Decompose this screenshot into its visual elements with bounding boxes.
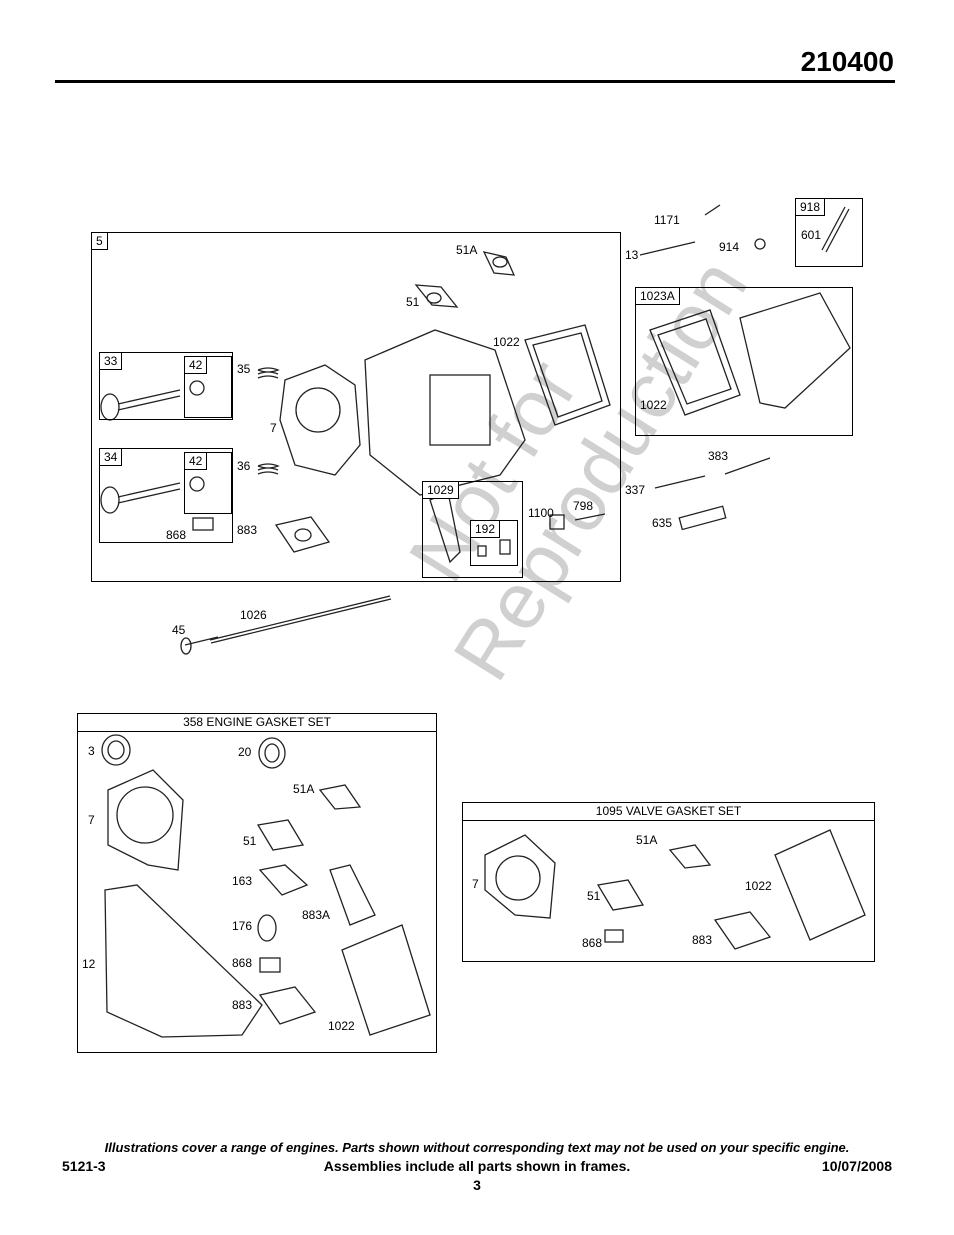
part-label: 1022 <box>328 1019 355 1033</box>
assemblies-note: Assemblies include all parts shown in fr… <box>323 1158 631 1174</box>
header-rule <box>55 80 895 83</box>
part-label: 36 <box>237 459 251 473</box>
part-label: 51A <box>456 243 478 257</box>
part-label: 51A <box>293 782 315 796</box>
part-label: 12 <box>82 957 96 971</box>
frame-tag-1023a: 1023A <box>636 288 680 305</box>
frame-tag-33: 33 <box>100 353 123 370</box>
part-label: 601 <box>801 228 822 242</box>
part-label: 35 <box>237 362 251 376</box>
frame-exhaust-valve: 34 <box>99 448 233 543</box>
part-label: 51 <box>587 889 601 903</box>
model-number: 210400 <box>800 46 894 77</box>
frame-tag-34: 34 <box>100 449 123 466</box>
document-code: 5121-3 <box>62 1158 106 1174</box>
part-label: 7 <box>270 421 277 435</box>
frame-tag-42a: 42 <box>185 357 208 374</box>
frame-tag-192: 192 <box>471 521 501 538</box>
valve-gasket-set-title: 1095 VALVE GASKET SET <box>463 803 874 821</box>
part-label: 3 <box>88 744 95 758</box>
part-label: 883A <box>302 908 331 922</box>
document-date: 10/07/2008 <box>821 1158 892 1174</box>
frame-tag-1029: 1029 <box>423 482 459 499</box>
part-label: 13 <box>625 248 639 262</box>
part-label: 383 <box>708 449 729 463</box>
part-label: 1100 <box>528 506 554 520</box>
part-label: 51 <box>406 295 420 309</box>
part-label: 337 <box>625 483 646 497</box>
part-label: 635 <box>652 516 673 530</box>
part-label: 883 <box>692 933 713 947</box>
frame-valve-cover: 1023A <box>635 287 853 436</box>
footer-disclaimer: Illustrations cover a range of engines. … <box>104 1140 850 1155</box>
engine-gasket-set-title: 358 ENGINE GASKET SET <box>78 714 436 732</box>
frame-tag-918: 918 <box>796 199 826 216</box>
part-label: 883 <box>237 523 258 537</box>
engine-gasket-set-frame: 358 ENGINE GASKET SET <box>77 713 437 1053</box>
frame-tag-5: 5 <box>92 233 108 250</box>
part-label: 1026 <box>240 608 267 622</box>
valve-gasket-set-frame: 1095 VALVE GASKET SET <box>462 802 875 962</box>
frame-cylinder-head: 5 <box>91 232 621 582</box>
frame-rocker-nut: 192 <box>470 520 518 566</box>
frame-retainer-a: 42 <box>184 356 232 418</box>
frame-breather-tube: 918 <box>795 198 863 267</box>
part-label: 1022 <box>493 335 520 349</box>
part-label: 798 <box>573 499 594 513</box>
part-label: 883 <box>232 998 253 1012</box>
frame-retainer-b: 42 <box>184 452 232 514</box>
frame-tag-42b: 42 <box>185 453 208 470</box>
frame-rocker-arm: 1029 <box>422 481 523 578</box>
part-label: 7 <box>472 877 479 891</box>
part-label: 868 <box>166 528 187 542</box>
part-label: 20 <box>238 745 252 759</box>
part-label: 163 <box>232 874 253 888</box>
part-label: 7 <box>88 813 95 827</box>
page-number: 3 <box>473 1177 481 1193</box>
part-label: 868 <box>582 936 603 950</box>
part-label: 45 <box>172 623 186 637</box>
part-label: 1022 <box>745 879 772 893</box>
part-label: 176 <box>232 919 253 933</box>
part-label: 868 <box>232 956 253 970</box>
part-label: 1171 <box>654 213 680 227</box>
part-label: 914 <box>719 240 740 254</box>
part-label: 51 <box>243 834 257 848</box>
part-label: 1022 <box>640 398 667 412</box>
frame-intake-valve: 33 <box>99 352 233 420</box>
part-label: 51A <box>636 833 658 847</box>
